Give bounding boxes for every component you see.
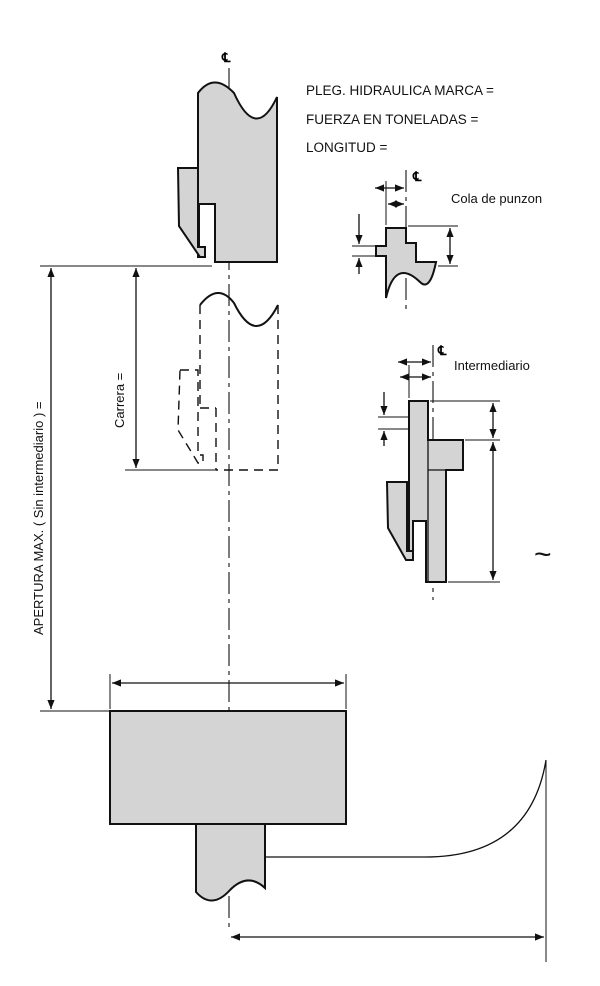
carrera-label: Carrera = (112, 373, 127, 428)
ram-lower-position (199, 305, 279, 471)
cola-label: Cola de punzon (451, 191, 542, 206)
apertura-label: APERTURA MAX. ( Sin intermediario ) = (31, 402, 46, 635)
break-tilde: ~ (534, 538, 552, 571)
spec-length: LONGITUD = (306, 140, 388, 155)
lower-pedestal (195, 823, 266, 902)
lower-table (109, 710, 347, 825)
intermediario-centerline-symbol: ℄ (437, 344, 447, 359)
spec-force: FUERZA EN TONELADAS = (306, 112, 479, 127)
throat-curve (265, 759, 547, 858)
spec-brand: PLEG. HIDRAULICA MARCA = (306, 83, 494, 98)
cola-punch-detail (375, 227, 438, 299)
punch-lower-position (177, 369, 204, 464)
upper-beam (197, 81, 278, 263)
main-centerline-symbol: ℄ (221, 51, 231, 66)
intermediario-punch (385, 481, 414, 561)
intermediario-label: Intermediario (454, 358, 530, 373)
upper-punch (176, 167, 206, 258)
cola-centerline-symbol: ℄ (412, 170, 422, 185)
intermediario-body (408, 400, 464, 583)
ram-lower-position-wave (199, 292, 279, 327)
